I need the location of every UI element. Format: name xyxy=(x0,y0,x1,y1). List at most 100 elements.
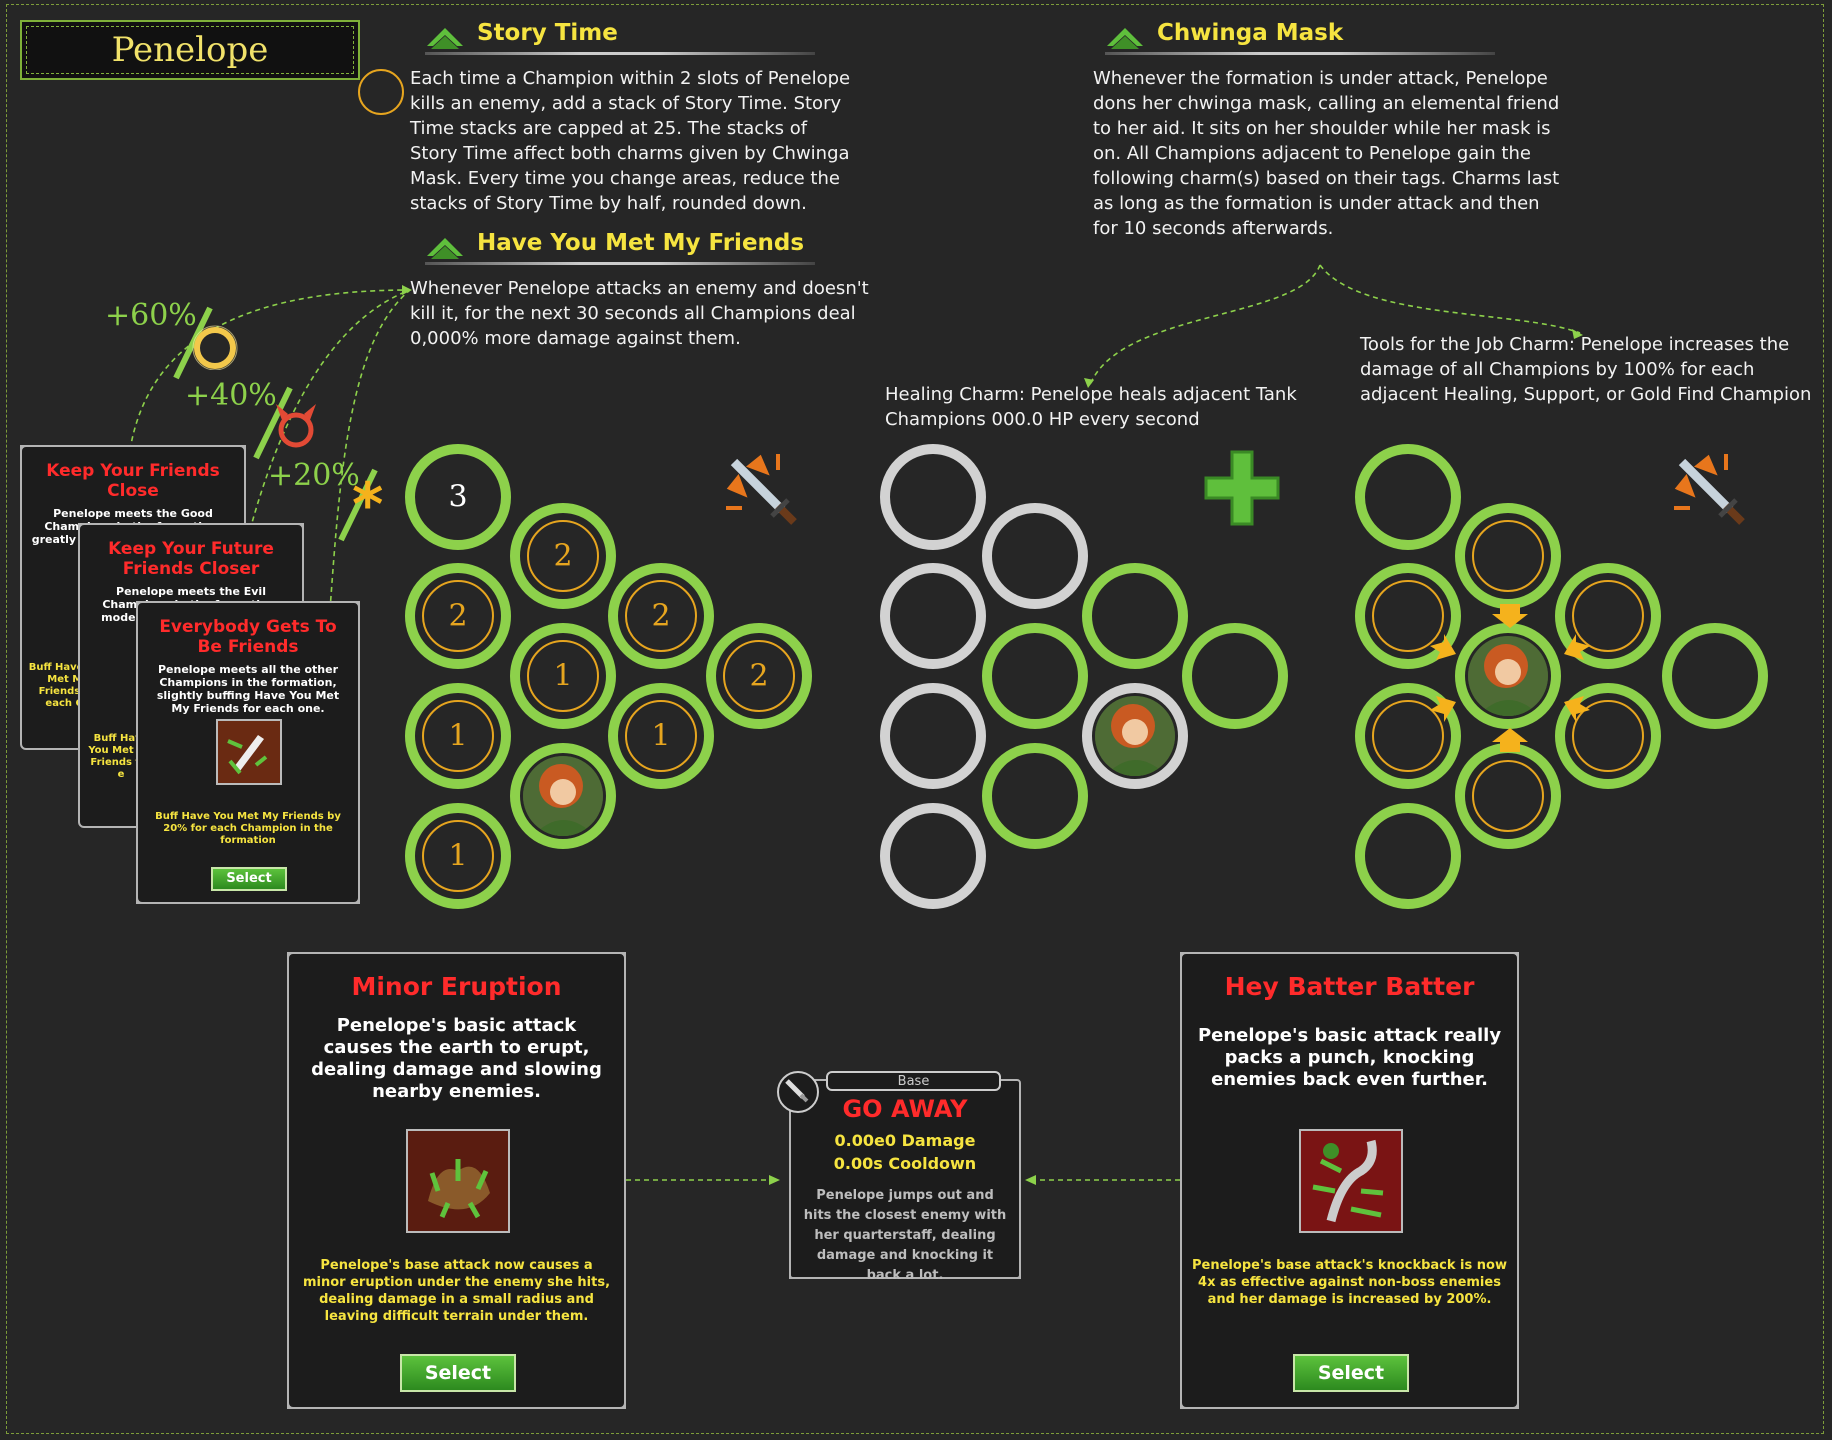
eruption-icon xyxy=(406,1129,510,1233)
formation-slot[interactable] xyxy=(982,623,1088,729)
formation-slot[interactable] xyxy=(1182,623,1288,729)
spec-icon-sword xyxy=(216,719,282,785)
champion-name: Penelope xyxy=(111,30,269,70)
spec-select-button[interactable]: Select xyxy=(211,867,287,891)
spec-card-title: Keep Your Future Friends Closer xyxy=(108,539,274,579)
halo-icon xyxy=(192,325,238,370)
formation-slot[interactable] xyxy=(1662,623,1768,729)
chevron-up-icon xyxy=(427,238,463,259)
slot-distance: 1 xyxy=(448,718,468,754)
slot-distance: 2 xyxy=(651,598,671,634)
story-time-title: Story Time xyxy=(477,20,618,46)
penelope-portrait xyxy=(523,756,603,836)
formation-slot[interactable]: 2 xyxy=(510,503,616,609)
base-tag: Base xyxy=(826,1071,1001,1091)
formation-slot[interactable]: 2 xyxy=(608,563,714,669)
slash-icon xyxy=(173,306,213,380)
spec-card-title: Keep Your Friends Close xyxy=(46,461,220,501)
formation-slot-penelope[interactable] xyxy=(1455,623,1561,729)
formation-slot[interactable] xyxy=(880,563,986,669)
spec-card-buff: Buff Have You Met My Friends by 20% for … xyxy=(155,811,341,846)
upgrade-effect: Penelope's base attack now causes a mino… xyxy=(302,1258,611,1324)
green-cross-icon xyxy=(1204,450,1280,526)
formation-slot[interactable] xyxy=(1455,743,1561,849)
formation-slot[interactable]: 3 xyxy=(405,444,511,550)
champion-name-plate: Penelope xyxy=(20,20,360,80)
slot-distance: 3 xyxy=(448,479,468,515)
upgrade-title: Hey Batter Batter xyxy=(1224,972,1475,1001)
slot-distance: 2 xyxy=(749,658,769,694)
chwinga-mask-description: Whenever the formation is under attack, … xyxy=(1093,68,1560,239)
upgrade-description: Penelope's basic attack really packs a p… xyxy=(1197,1025,1502,1090)
slot-distance: 1 xyxy=(448,838,468,874)
sword-arrows-icon xyxy=(726,454,797,525)
page-frame xyxy=(6,4,1824,1434)
base-attack-cooldown: 0.00s Cooldown xyxy=(833,1154,977,1173)
formation-slot[interactable] xyxy=(1355,683,1461,789)
hey-batter-select-button[interactable]: Select xyxy=(1293,1354,1409,1392)
buff-percent-40: +40% xyxy=(185,378,277,413)
formation-slot[interactable] xyxy=(880,444,986,550)
upgrade-description: Penelope's basic attack causes the earth… xyxy=(311,1015,602,1102)
knockback-icon xyxy=(1299,1129,1403,1233)
chevron-up-icon xyxy=(1107,28,1143,49)
base-attack-name: GO AWAY xyxy=(842,1095,968,1123)
story-time-description: Each time a Champion within 2 slots of P… xyxy=(410,68,851,214)
formation-slot[interactable]: 1 xyxy=(510,623,616,729)
formation-slot-penelope[interactable] xyxy=(510,743,616,849)
upgrade-title: Minor Eruption xyxy=(351,972,562,1001)
formation-slot[interactable] xyxy=(1555,683,1661,789)
chwinga-mask-header: Chwinga Mask xyxy=(1105,18,1505,58)
spec-card-buff: Buff Have You Met My Friends for e xyxy=(88,733,154,780)
formation-slot[interactable] xyxy=(982,503,1088,609)
chwinga-mask-title: Chwinga Mask xyxy=(1157,20,1344,46)
chevron-up-icon xyxy=(427,28,463,49)
spec-card-buff: Buff Have You Met My Friends by each Go xyxy=(28,662,108,709)
formation-slot[interactable]: 1 xyxy=(405,683,511,789)
slot-distance: 2 xyxy=(448,598,468,634)
formation-slot-penelope[interactable] xyxy=(1082,683,1188,789)
penelope-portrait xyxy=(1468,636,1548,716)
formation-slot[interactable] xyxy=(1355,803,1461,909)
sword-arrows-icon xyxy=(1674,454,1745,525)
formation-slot[interactable]: 2 xyxy=(405,563,511,669)
base-sword-icon xyxy=(777,1071,819,1113)
upgrade-card-hey-batter[interactable]: Hey Batter Batter Penelope's basic attac… xyxy=(1180,952,1519,1409)
formation-slot[interactable]: 1 xyxy=(608,683,714,789)
formation-slot[interactable] xyxy=(1455,503,1561,609)
spec-card-title: Everybody Gets To Be Friends xyxy=(159,617,337,657)
formation-slot[interactable] xyxy=(982,743,1088,849)
slot-distance: 1 xyxy=(651,718,671,754)
devil-horns-icon xyxy=(276,404,316,448)
penelope-portrait xyxy=(1095,696,1175,776)
asterisk-icon: * xyxy=(352,470,384,540)
formation-slot[interactable] xyxy=(1355,444,1461,550)
base-attack-card: Base GO AWAY 0.00e0 Damage 0.00s Cooldow… xyxy=(777,1071,1021,1283)
story-time-header: Story Time xyxy=(425,18,825,58)
minor-eruption-select-button[interactable]: Select xyxy=(400,1354,516,1392)
slash-icon xyxy=(253,386,293,460)
upgrade-card-minor-eruption[interactable]: Minor Eruption Penelope's basic attack c… xyxy=(287,952,626,1409)
formation-slot[interactable] xyxy=(880,683,986,789)
healing-charm-text: Healing Charm: Penelope heals adjacent T… xyxy=(885,384,1297,430)
buff-percent-60: +60% xyxy=(105,298,197,333)
slot-distance: 2 xyxy=(553,538,573,574)
spec-card-description: Penelope meets all the other Champions i… xyxy=(156,663,340,715)
have-you-met-header: Have You Met My Friends xyxy=(425,228,825,268)
slot-distance: 1 xyxy=(553,658,573,694)
buff-percent-20: +20% xyxy=(268,458,360,493)
adjacency-arrows xyxy=(1430,604,1590,752)
formation-slot[interactable]: 2 xyxy=(706,623,812,729)
tools-charm-text: Tools for the Job Charm: Penelope increa… xyxy=(1360,334,1812,405)
formation-slot[interactable] xyxy=(1555,563,1661,669)
upgrade-effect: Penelope's base attack's knockback is no… xyxy=(1192,1258,1507,1307)
formation-slot[interactable] xyxy=(880,803,986,909)
formation-slot[interactable]: 1 xyxy=(405,803,511,909)
formation-slot[interactable] xyxy=(1082,563,1188,669)
spec-card-everybody-friends[interactable]: Everybody Gets To Be Friends Penelope me… xyxy=(136,601,360,904)
slash-icon xyxy=(338,468,378,542)
formation-slot[interactable] xyxy=(1355,563,1461,669)
have-you-met-title: Have You Met My Friends xyxy=(477,230,805,256)
base-attack-damage: 0.00e0 Damage xyxy=(834,1131,976,1150)
